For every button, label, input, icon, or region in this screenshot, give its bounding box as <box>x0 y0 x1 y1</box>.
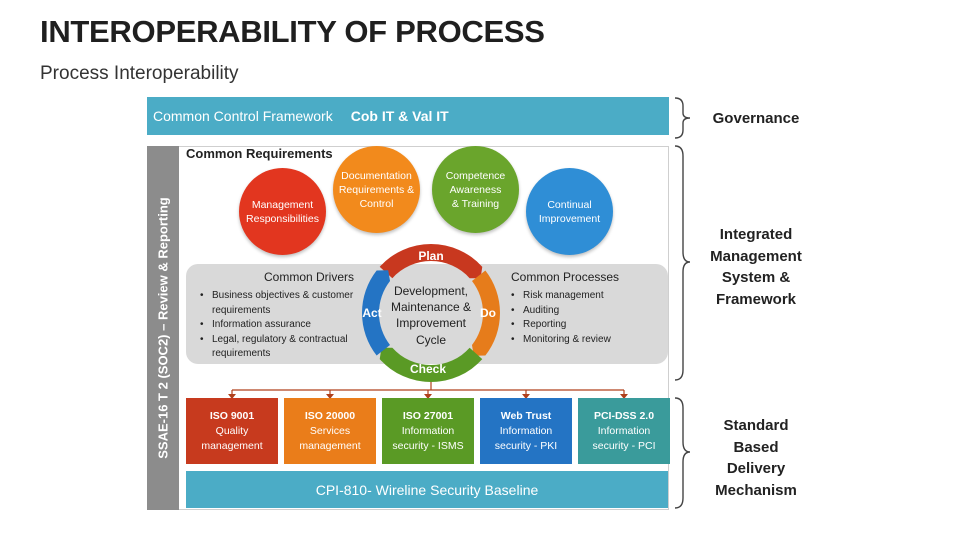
circle-text: Competence <box>445 169 506 182</box>
page-subtitle: Process Interoperability <box>40 63 239 84</box>
list-item: Risk management <box>509 289 659 304</box>
standard-desc: management <box>299 439 361 452</box>
standard-desc: security - ISMS <box>392 439 464 452</box>
label-line: Mechanism <box>715 481 797 499</box>
label-standard-based-delivery: Standard Based Delivery Mechanism <box>700 415 812 501</box>
label-line: Based <box>733 438 779 456</box>
label-integrated-management: Integrated Management System & Framework <box>700 224 812 310</box>
standard-iso-20000: ISO 20000 Services management <box>284 398 376 464</box>
processes-title: Common Processes <box>511 270 620 284</box>
cycle-segment-plan <box>379 243 483 279</box>
label-governance: Governance <box>712 110 800 127</box>
standard-desc: Services <box>309 424 351 437</box>
cycle-center-text: Cycle <box>416 333 446 347</box>
review-reporting-bar <box>147 146 179 510</box>
baseline-bar: CPI-810- Wireline Security Baseline <box>186 471 668 508</box>
standard-desc: security - PCI <box>592 439 656 452</box>
cycle-label-check: Check <box>410 362 446 376</box>
label-line: System & <box>721 269 791 286</box>
circle-text: Control <box>359 197 394 210</box>
standard-name: ISO 9001 <box>209 409 255 422</box>
governance-bar-label: Common Control Framework <box>153 108 333 124</box>
page-title: INTEROPERABILITY OF PROCESS <box>40 14 545 49</box>
cycle-center-text: Maintenance & <box>391 300 471 314</box>
cycle-center-text: Improvement <box>396 316 467 330</box>
standard-name: ISO 27001 <box>402 409 454 422</box>
circle-text: Awareness <box>449 183 502 196</box>
cycle-segment-check <box>379 347 483 382</box>
list-item: Reporting <box>509 318 659 333</box>
standard-desc: security - PKI <box>494 439 558 452</box>
connector-lines <box>231 382 625 396</box>
requirements-title: Common Requirements <box>186 146 333 161</box>
drivers-list: Business objectives & customer requireme… <box>198 289 363 362</box>
cycle-label-plan: Plan <box>418 249 443 263</box>
standard-desc: Information <box>597 424 651 437</box>
standard-iso-27001: ISO 27001 Information security - ISMS <box>382 398 474 464</box>
governance-bar-highlight: Cob IT & Val IT <box>350 108 449 124</box>
brace-shapes <box>674 97 691 509</box>
standard-desc: Information <box>499 424 553 437</box>
cycle-segment-act <box>361 270 391 356</box>
standard-desc: Information <box>401 424 455 437</box>
list-item: Information assurance <box>198 318 363 333</box>
list-item: Monitoring & review <box>509 333 659 348</box>
circle-text: Responsibilities <box>246 212 319 225</box>
circle-text: Requirements & <box>338 183 415 196</box>
drivers-title: Common Drivers <box>264 270 355 284</box>
cycle-center <box>384 266 478 360</box>
standard-desc: Quality <box>215 424 249 437</box>
standard-name: ISO 20000 <box>304 409 356 422</box>
label-line: Framework <box>715 290 797 308</box>
cycle-center-text: Development, <box>394 284 468 298</box>
connector-arrowheads <box>228 394 628 399</box>
cycle-segment-do <box>471 270 501 356</box>
list-item: Legal, regulatory & contractual requirem… <box>198 333 363 362</box>
standard-name: Web Trust <box>500 409 552 422</box>
list-item: Auditing <box>509 304 659 319</box>
label-line: Delivery <box>726 460 786 477</box>
cycle-label-act: Act <box>362 306 381 320</box>
cycle-label-do: Do <box>480 306 496 320</box>
standard-desc: management <box>201 439 263 452</box>
circle-text: Management <box>251 198 314 211</box>
processes-list: Risk management Auditing Reporting Monit… <box>509 289 659 347</box>
label-line: Integrated <box>719 226 793 243</box>
standard-iso-9001: ISO 9001 Quality management <box>186 398 278 464</box>
label-line: Standard <box>723 417 789 434</box>
circle-text: Continual <box>547 198 592 211</box>
circle-text: & Training <box>451 197 500 210</box>
standard-web-trust: Web Trust Information security - PKI <box>480 398 572 464</box>
circle-text: Documentation <box>341 169 412 182</box>
standard-pci-dss: PCI-DSS 2.0 Information security - PCI <box>578 398 670 464</box>
circle-text: Improvement <box>538 212 601 225</box>
standard-name: PCI-DSS 2.0 <box>593 409 655 422</box>
governance-bar: Common Control Framework Cob IT & Val IT <box>147 97 669 135</box>
list-item: Business objectives & customer requireme… <box>198 289 363 318</box>
label-line: Management <box>710 247 802 265</box>
